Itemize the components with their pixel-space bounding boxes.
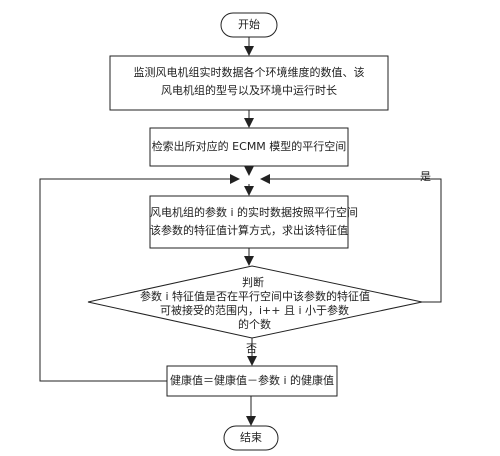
end-node [223,425,279,451]
decision-line-2: 可被接受的范围内，i++ 且 i 小于参数 [160,304,350,317]
monitor-line-1: 监测风电机组实时数据各个环境维度的数值、该 [133,66,365,79]
monitor-line-2: 风电机组的型号以及环境中运行时长 [161,84,337,97]
retrieve-box [149,127,349,167]
monitor-box [109,55,389,111]
decision-line-1: 参数 i 特征值是否在平行空间中该参数的特征值 [140,290,371,303]
compute-box [149,195,349,249]
outer-loop-line [39,174,240,382]
compute-line-2: 该参数的特征值计算方式，求出该特征值 [150,224,348,237]
health-box [166,365,338,397]
retrieve-label: 检索出所对应的 ECMM 模型的平行空间 [151,140,347,153]
yes-loop-line [260,174,442,303]
decision-line-3: 的个数 [238,318,271,331]
yes-label: 是 [420,170,431,183]
start-label: 开始 [238,18,260,31]
compute-line-1: 风电机组的参数 i 的实时数据按照平行空间 [150,206,359,219]
health-label: 健康值＝健康值－参数 i 的健康值 [169,374,335,387]
decision-title: 判断 [242,276,264,289]
no-label: 否 [246,342,257,355]
end-label: 结束 [240,431,262,444]
